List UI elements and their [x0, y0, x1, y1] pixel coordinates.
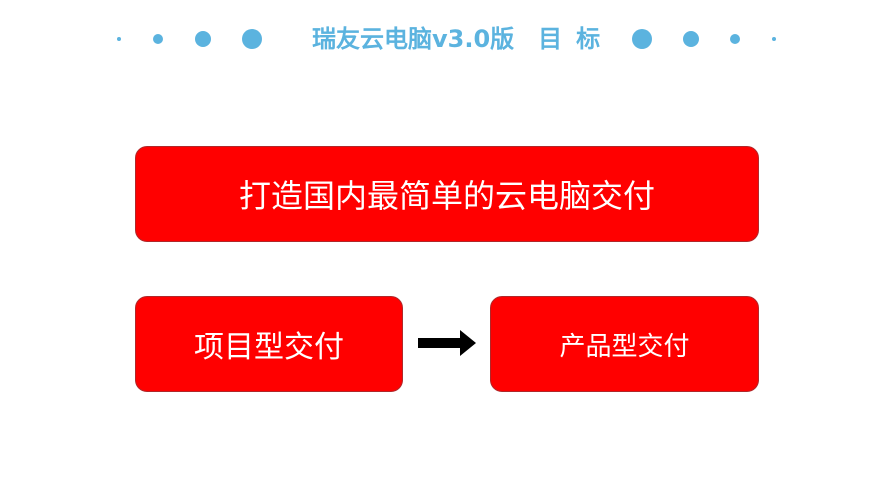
decorative-dot-right-3 [730, 34, 740, 44]
title-sub: 目标 [538, 25, 615, 53]
decorative-dot-left-1 [117, 37, 121, 41]
decorative-dot-left-4 [242, 29, 262, 49]
project-delivery-box: 项目型交付 [135, 296, 403, 392]
product-delivery-box: 产品型交付 [490, 296, 759, 392]
decorative-dot-right-1 [632, 29, 652, 49]
slide-title: 瑞友云电脑v3.0版目标 [312, 22, 614, 56]
product-delivery-text: 产品型交付 [559, 331, 690, 362]
decorative-dot-left-2 [153, 34, 163, 44]
main-goal-box: 打造国内最简单的云电脑交付 [135, 146, 759, 242]
right-arrow-icon [418, 330, 476, 356]
decorative-dot-left-3 [195, 31, 211, 47]
main-goal-text: 打造国内最简单的云电脑交付 [238, 177, 655, 215]
decorative-dot-right-4 [772, 37, 776, 41]
decorative-dot-right-2 [683, 31, 699, 47]
project-delivery-text: 项目型交付 [194, 330, 344, 365]
title-main: 瑞友云电脑v3.0版 [312, 25, 515, 53]
